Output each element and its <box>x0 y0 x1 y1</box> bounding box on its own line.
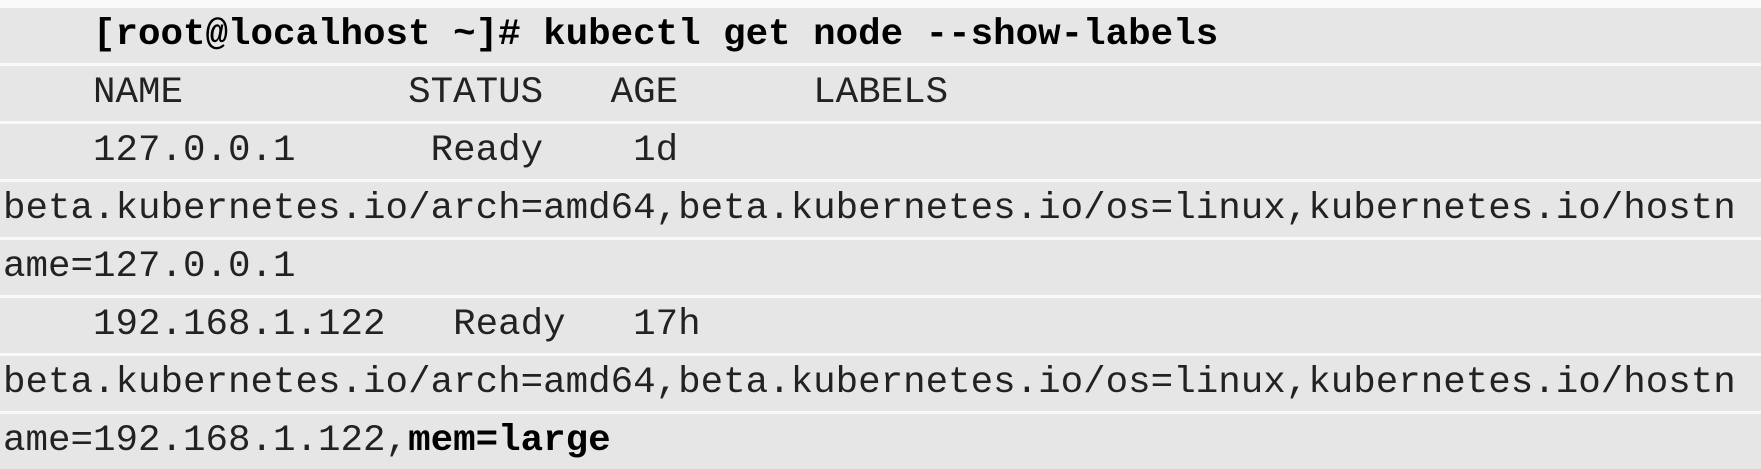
terminal-line: 127.0.0.1 Ready 1d <box>0 124 1761 179</box>
terminal-text-segment: beta.kubernetes.io/arch=amd64,beta.kuber… <box>3 362 1736 404</box>
terminal-line: [root@localhost ~]# kubectl get node --s… <box>0 8 1761 63</box>
terminal-text-segment: ame=127.0.0.1 <box>3 246 296 288</box>
terminal-text-bold-segment: mem=large <box>408 420 611 462</box>
terminal-line: ame=127.0.0.1 <box>0 240 1761 295</box>
terminal-output: [root@localhost ~]# kubectl get node --s… <box>0 8 1761 469</box>
terminal-text-segment: NAME STATUS AGE LABELS <box>3 72 949 114</box>
terminal-text-segment: 192.168.1.122 Ready 17h <box>3 304 701 346</box>
terminal-text-segment: ame=192.168.1.122, <box>3 420 409 462</box>
terminal-text-segment: 127.0.0.1 Ready 1d <box>3 130 679 172</box>
terminal-line: beta.kubernetes.io/arch=amd64,beta.kuber… <box>0 356 1761 411</box>
terminal-text-bold-segment: [root@localhost ~]# kubectl get node --s… <box>3 14 1219 56</box>
terminal-line: NAME STATUS AGE LABELS <box>0 66 1761 121</box>
terminal-line: beta.kubernetes.io/arch=amd64,beta.kuber… <box>0 182 1761 237</box>
terminal-line: ame=192.168.1.122,mem=large <box>0 414 1761 469</box>
terminal-text-segment: beta.kubernetes.io/arch=amd64,beta.kuber… <box>3 188 1736 230</box>
terminal-line: 192.168.1.122 Ready 17h <box>0 298 1761 353</box>
